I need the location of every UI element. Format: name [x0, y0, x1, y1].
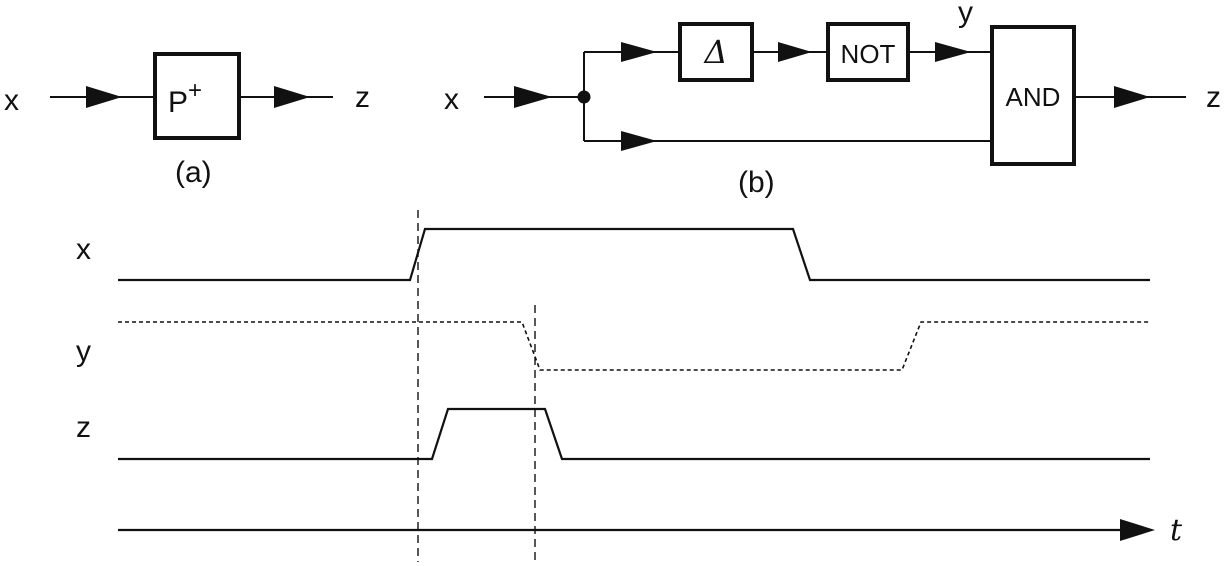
timing-diagram: x y z t	[76, 210, 1183, 562]
top-branch-arrow	[621, 42, 657, 62]
diagram-b-output-label: z	[1206, 81, 1221, 114]
diagram-a: x P+ z (a)	[4, 52, 370, 189]
diagram-b-caption: (b)	[738, 166, 775, 199]
time-axis-label: t	[1170, 513, 1183, 548]
and-gate-block	[990, 25, 1076, 166]
delay-block	[678, 22, 754, 82]
signal-y-waveform	[118, 321, 1150, 371]
diagram-b: x Δ NOT y AND z (b)	[444, 0, 1221, 199]
signal-x-label: x	[76, 233, 91, 266]
diagram-b-output-arrow	[1114, 86, 1150, 108]
and-gate-label: AND	[1006, 82, 1061, 112]
signal-x-waveform	[118, 227, 1150, 282]
diagram-a-input-label: x	[4, 84, 19, 117]
signal-z-label: z	[76, 411, 91, 444]
diagram-a-output-arrow	[274, 86, 310, 108]
signal-y-label: y	[76, 335, 91, 368]
not-to-and-arrow	[935, 42, 971, 62]
diagram-b-input-arrow	[514, 86, 552, 108]
delay-to-not-arrow	[778, 42, 812, 62]
bottom-branch-arrow	[621, 131, 657, 151]
diagram-a-caption: (a)	[175, 156, 212, 189]
delay-block-label: Δ	[702, 33, 727, 71]
diagram-b-input-label: x	[444, 83, 459, 116]
p-plus-block-label: P+	[168, 77, 202, 119]
signal-z-waveform	[118, 407, 1150, 461]
diagram-b-y-label: y	[958, 0, 973, 29]
diagram-a-output-label: z	[355, 81, 370, 114]
not-gate-label: NOT	[841, 39, 896, 69]
time-axis-arrow	[1120, 519, 1155, 541]
diagram-a-input-arrow	[86, 86, 122, 108]
